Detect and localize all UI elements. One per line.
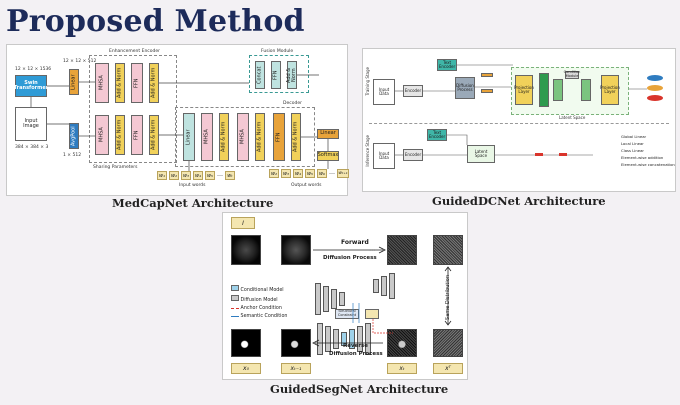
forward-label: Forward (341, 239, 369, 246)
legend-item: Element-wise concatenation (621, 162, 675, 167)
page-title: Proposed Method (6, 4, 305, 39)
guidedsegnet-diagram: I ⋯ Forward Diffusion Process Same Distr… (222, 212, 468, 380)
output-words-label: Output words (291, 183, 322, 188)
output-word: w₂ (269, 169, 279, 178)
sharing-params-label: Sharing Parameters (93, 165, 138, 170)
output-ovals (647, 75, 663, 101)
mri-image-top-3 (387, 235, 417, 265)
fusion-module-region (249, 55, 309, 93)
encoder-block-inference: Encoder (403, 149, 423, 161)
mask-image-3 (387, 329, 417, 357)
forward-process-label: Diffusion Process (323, 255, 377, 261)
structural-constraint-block: Structural Constraint (335, 309, 359, 319)
unet-bottom-bars (317, 323, 371, 355)
unet-decoder-bars (373, 273, 395, 299)
output-word: wₜ₊₁ (337, 169, 349, 178)
medcapnet-connectors (30, 74, 329, 171)
input-word: w₄ (193, 171, 203, 180)
input-words-row: w₁ w₂ w₃ w₄ w₅ … wₜ (157, 171, 235, 180)
legend-item: Global Linear (621, 134, 647, 139)
input-word: w₃ (181, 171, 191, 180)
semantic-block (365, 309, 379, 319)
xt-label: xₜ (387, 363, 417, 374)
output-word: w₆ (317, 169, 327, 178)
mri-image-top-2 (281, 235, 311, 265)
enhancement-encoder-region (89, 55, 177, 163)
mri-image-top-1 (231, 235, 261, 265)
legend-diffusion-model: Diffusion Model (231, 295, 287, 305)
legend-conditional-model: Conditional Model (231, 285, 287, 295)
guideddcnet-caption: GuidedDCNet Architecture (432, 194, 606, 208)
guidedsegnet-caption: GuidedSegNet Architecture (270, 382, 449, 396)
output-words-row: w₂ w₃ w₄ w₅ w₆ … wₜ₊₁ (269, 169, 349, 178)
legend-item: Class Linear (621, 148, 644, 153)
output-word: w₅ (305, 169, 315, 178)
i-label: I (231, 217, 255, 229)
input-word-ellipsis: … (217, 171, 223, 178)
encoder-block: Encoder (403, 85, 423, 97)
projection-layer-block-2: Projection Layer (600, 75, 620, 105)
mask-image-2 (281, 329, 311, 357)
input-image-box: Input Image (15, 107, 47, 141)
input-words-label: Input words (179, 183, 206, 188)
orange-bar-1 (481, 73, 493, 77)
output-word: w₄ (293, 169, 303, 178)
guideddcnet-diagram: Training Stage Inference Stage Input Dat… (362, 48, 676, 192)
output-linear-block: Linear (317, 129, 339, 139)
xt-1-label: xₜ₋₁ (281, 363, 311, 374)
swin-transformer-block: Swin Transformer (14, 75, 48, 97)
input-word: w₅ (205, 171, 215, 180)
guidedsegnet-legend: Conditional Model Diffusion Model Anchor… (231, 285, 287, 321)
legend-anchor-condition: Anchor Condition (231, 305, 287, 313)
avgpool-dim-label: 1 × 512 (63, 153, 82, 158)
output-word-ellipsis: … (329, 169, 335, 176)
legend-item: Element-wise addition (621, 155, 664, 160)
text-encoder-block-inference: Text Encoder (427, 129, 447, 141)
latent-space-label: Latent Space (559, 115, 586, 120)
input-dim-label: 12 × 12 × 1536 (15, 67, 52, 72)
unet-block-2 (553, 79, 563, 101)
medcapnet-caption: MedCapNet Architecture (112, 196, 274, 210)
reverse-label: Reverse (343, 343, 368, 349)
unet-block-1 (539, 73, 549, 107)
guideddcnet-connectors (395, 64, 647, 156)
latent-space-block-inference: Latent Space (467, 145, 495, 163)
text-encoder-block: Text Encoder (437, 59, 457, 71)
orange-bar-2 (481, 89, 493, 93)
softmax-block: Softmax (317, 151, 339, 161)
fusion-module-label: Fusion Module (261, 49, 294, 54)
mask-image-1 (231, 329, 261, 357)
legend-item: Local Linear (621, 141, 644, 146)
enhancement-encoder-label: Enhancement Encoder (109, 49, 160, 54)
noise-image-bottom (433, 329, 463, 357)
unet-block-3 (581, 79, 591, 101)
reverse-process-label: Diffusion Process (329, 351, 383, 357)
x0-label: x₀ (231, 363, 261, 374)
input-data-box: Input Data (373, 79, 395, 105)
image-dim-label: 384 × 384 × 3 (15, 145, 49, 150)
input-word: w₂ (169, 171, 179, 180)
input-word: wₜ (225, 171, 235, 180)
medcapnet-diagram: 12 × 12 × 1536 Swin Transformer Input Im… (6, 44, 349, 196)
noise-image-top (433, 235, 463, 265)
projection-layer-block-1: Projection Layer (514, 75, 534, 105)
guidedsegnet-connectors (312, 246, 452, 347)
guideddcnet-legend: Global Linear Local Linear Class Linear … (621, 133, 675, 168)
diffusion-process-block: Diffusion Process (455, 77, 475, 99)
legend-semantic-condition: Semantic Condition (231, 313, 287, 321)
linear-dim-label: 12 × 12 × 512 (63, 59, 97, 64)
decoder-label: Decoder (283, 101, 302, 106)
xT-label: xᵀ (433, 363, 463, 374)
condition-module-block: Condition Module (563, 70, 581, 79)
input-word: w₁ (157, 171, 167, 180)
output-word: w₃ (281, 169, 291, 178)
input-data-box-inference: Input Data (373, 143, 395, 169)
stage-divider (369, 123, 669, 124)
unet-encoder-bars (315, 283, 345, 315)
